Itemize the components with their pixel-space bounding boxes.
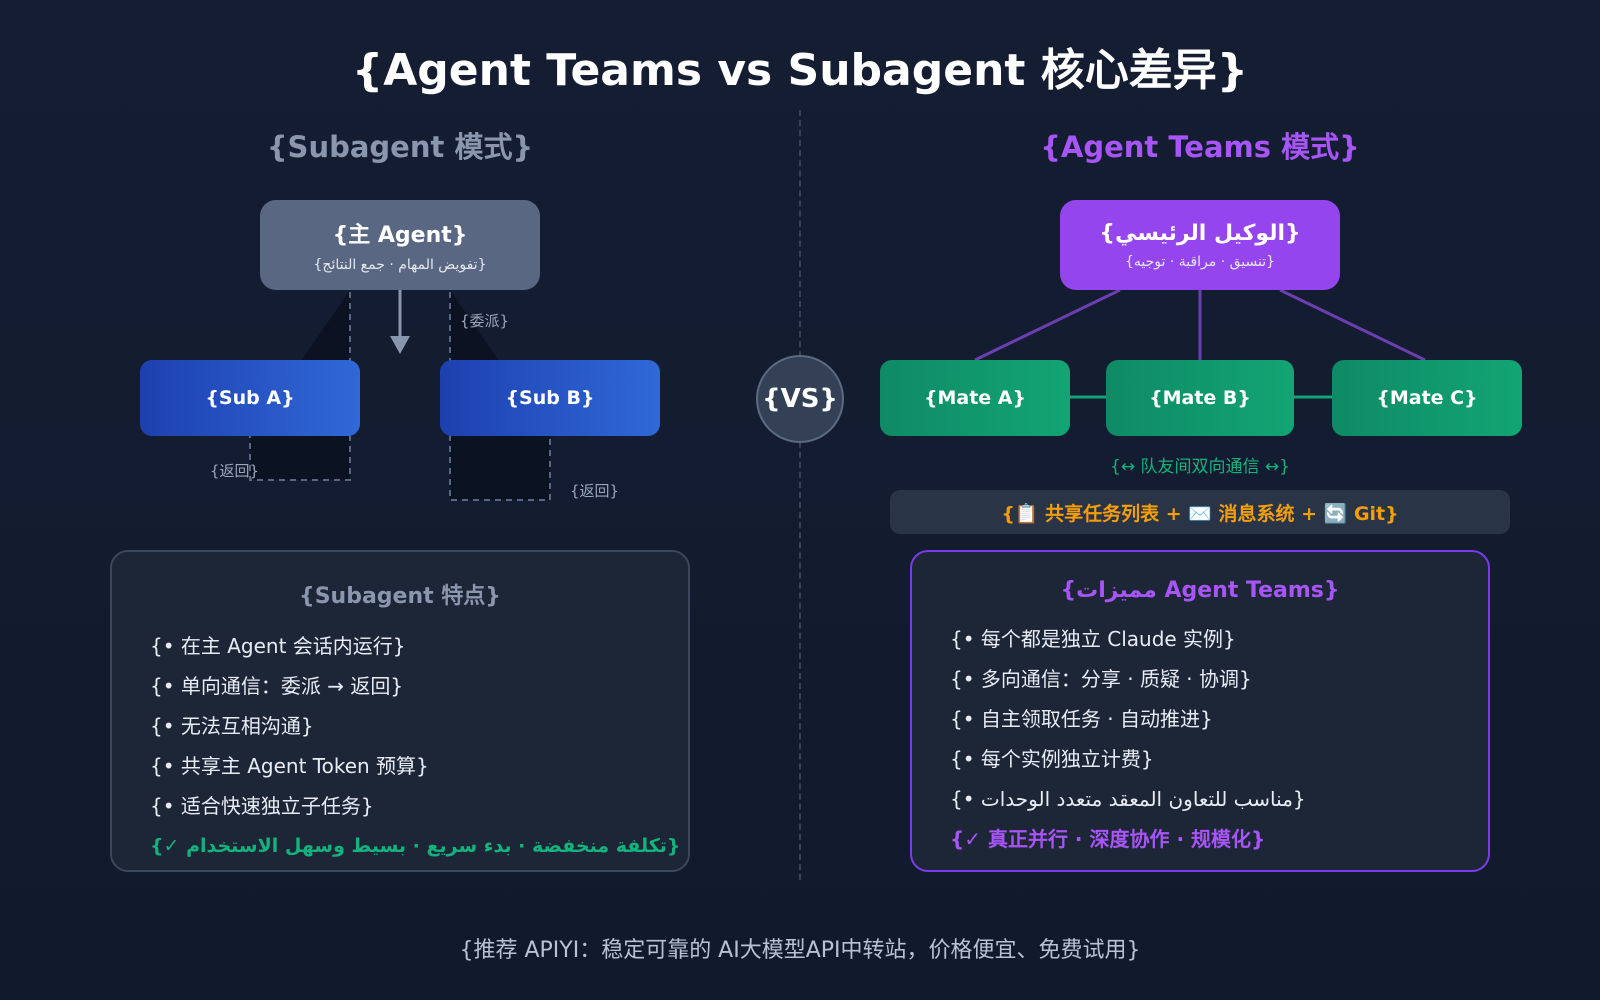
subagent-heading: {Subagent 模式} <box>266 130 534 164</box>
link-main-mate-c <box>1279 288 1426 362</box>
mate-a-node: {Mate A} <box>880 360 1070 436</box>
list-item: {• 无法互相沟通} <box>150 714 314 738</box>
sub-b-node: {Sub B} <box>440 360 660 436</box>
page-title: {Agent Teams vs Subagent 核心差异} <box>351 45 1249 96</box>
subagent-features-title: {Subagent 特点} <box>299 584 501 609</box>
shared-resources-bar: {📋 共享任务列表 + ✉️ 消息系统 + 🔄 Git} <box>890 490 1510 534</box>
summary-item: {✓ تكلفة منخفضة · بدء سريع · بسيط وسهل ا… <box>150 835 681 857</box>
summary-item: {✓ 真正并行 · 深度协作 · 规模化} <box>950 827 1266 851</box>
list-item: {• 多向通信：分享 · 质疑 · 协调} <box>950 667 1252 691</box>
lead-agent-title: {الوكيل الرئيسي} <box>1099 220 1301 246</box>
list-item: {• 每个实例独立计费} <box>950 747 1154 771</box>
list-item: {• 在主 Agent 会话内运行} <box>150 634 406 658</box>
center-divider <box>799 110 801 880</box>
main-agent-node: {主 Agent} {تفويض المهام · جمع النتائج} <box>260 200 540 290</box>
sub-a-node: {Sub A} <box>140 360 360 436</box>
list-item: {• 共享主 Agent Token 预算} <box>150 754 429 778</box>
return-label-b: {返回} <box>570 482 620 500</box>
mate-b-node: {Mate B} <box>1106 360 1294 436</box>
list-item: {• 每个都是独立 Claude 实例} <box>950 627 1236 651</box>
agent-teams-features-title: {مميزات Agent Teams} <box>1060 578 1340 603</box>
subagent-features-panel: {Subagent 特点} {• 在主 Agent 会话内运行} {• 单向通信… <box>110 550 690 872</box>
vs-badge: {VS} <box>756 355 844 443</box>
list-item: {• مناسب للتعاون المعقد متعدد الوحدات} <box>950 787 1306 811</box>
mate-c-node: {Mate C} <box>1332 360 1522 436</box>
lead-agent-node: {الوكيل الرئيسي} {تنسيق · مراقبة · توجيه… <box>1060 200 1340 290</box>
return-label-a: {返回} <box>210 462 260 480</box>
lead-agent-subtitle: {تنسيق · مراقبة · توجيه} <box>1124 253 1276 270</box>
agent-teams-features-panel: {مميزات Agent Teams} {• 每个都是独立 Claude 实例… <box>910 550 1490 872</box>
main-agent-subtitle: {تفويض المهام · جمع النتائج} <box>313 257 487 273</box>
footer-recommendation: {推荐 APIYI：稳定可靠的 AI大模型API中转站，价格便宜、免费试用} <box>459 938 1141 963</box>
agent-teams-heading: {Agent Teams 模式} <box>1040 130 1360 164</box>
delegate-label: {委派} <box>460 312 510 330</box>
list-item: {• 自主领取任务 · 自动推进} <box>950 707 1213 731</box>
main-agent-title: {主 Agent} <box>332 223 468 248</box>
delegate-arrow-head <box>390 336 410 354</box>
list-item: {• 适合快速独立子任务} <box>150 794 374 818</box>
bidirectional-comm-label: {↔ 队友间双向通信 ↔} <box>1110 457 1290 477</box>
list-item: {• 单向通信：委派 → 返回} <box>150 674 404 698</box>
link-main-mate-a <box>974 288 1121 362</box>
